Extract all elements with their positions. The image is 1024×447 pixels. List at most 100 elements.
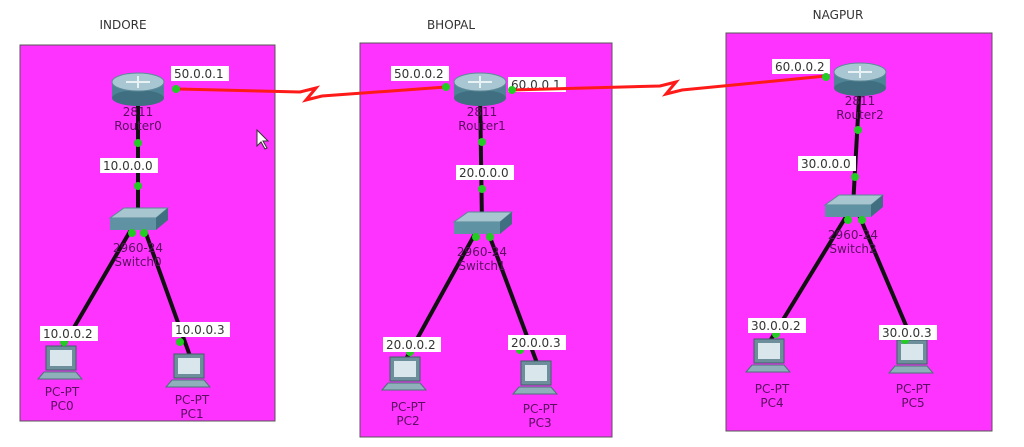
pc-icon[interactable] bbox=[164, 353, 212, 388]
lan-cable-switch-pc[interactable] bbox=[857, 214, 915, 343]
router-arrows-icon bbox=[468, 76, 492, 88]
site-zone-area[interactable] bbox=[359, 42, 613, 438]
port-status-dot bbox=[822, 73, 830, 81]
ip-address-label[interactable]: 10.0.0.3 bbox=[172, 322, 230, 337]
port-status-dot bbox=[854, 126, 862, 134]
switch-icon[interactable] bbox=[823, 194, 885, 217]
router-base bbox=[454, 90, 506, 106]
switch-front bbox=[825, 205, 871, 217]
router-base bbox=[834, 80, 886, 96]
pc-name-label: PC0 bbox=[50, 399, 73, 413]
ip-label-background bbox=[772, 59, 830, 74]
port-status-dot bbox=[478, 185, 486, 193]
serial-link-router1-router2[interactable] bbox=[511, 74, 827, 97]
ip-label-background bbox=[798, 156, 856, 171]
port-status-dot bbox=[134, 139, 142, 147]
pc-model-label: PC-PT bbox=[175, 393, 210, 407]
router-model-label: 2811 bbox=[123, 105, 154, 119]
pc-screen bbox=[394, 361, 416, 377]
port-status-dot bbox=[176, 338, 184, 346]
port-status-dot bbox=[851, 173, 859, 181]
pc-icon[interactable] bbox=[744, 338, 792, 373]
switch-name-label: Switch1 bbox=[458, 259, 505, 273]
ip-label-background bbox=[383, 337, 441, 352]
router-icon[interactable] bbox=[111, 72, 165, 106]
ip-address-label[interactable]: 50.0.0.2 bbox=[391, 66, 449, 81]
site-indore: INDORE2811Router02960-24Switch010.0.0.05… bbox=[19, 18, 276, 422]
switch-icon[interactable] bbox=[108, 207, 170, 230]
router-icon[interactable] bbox=[833, 62, 887, 96]
switch-front bbox=[454, 222, 500, 234]
ip-address-label[interactable]: 20.0.0.0 bbox=[456, 165, 514, 180]
ip-label-background bbox=[40, 326, 98, 341]
mouse-cursor-icon bbox=[256, 128, 270, 150]
pc-screen bbox=[178, 358, 200, 374]
switch-front bbox=[110, 218, 156, 230]
ip-address-text: 50.0.0.1 bbox=[174, 67, 224, 81]
router-model-label: 2811 bbox=[467, 105, 498, 119]
ip-address-text: 10.0.0.3 bbox=[175, 323, 225, 337]
pc-name-label: PC2 bbox=[396, 414, 419, 428]
ip-address-text: 20.0.0.3 bbox=[511, 336, 561, 350]
port-status-dot bbox=[478, 138, 486, 146]
port-status-dot bbox=[508, 86, 516, 94]
ip-label-background bbox=[748, 318, 806, 333]
site-title: BHOPAL bbox=[427, 18, 475, 32]
pc-keyboard bbox=[744, 364, 792, 373]
pc-model-label: PC-PT bbox=[45, 385, 80, 399]
ip-address-label[interactable]: 50.0.0.1 bbox=[171, 66, 229, 81]
ip-address-label[interactable]: 10.0.0.2 bbox=[40, 326, 98, 341]
ip-address-label[interactable]: 60.0.0.2 bbox=[772, 59, 830, 74]
router-name-label: Router0 bbox=[114, 119, 161, 133]
pc-model-label: PC-PT bbox=[391, 400, 426, 414]
router-name-label: Router2 bbox=[836, 108, 883, 122]
port-status-dot bbox=[128, 229, 136, 237]
router-icon[interactable] bbox=[453, 72, 507, 106]
ip-address-label[interactable]: 10.0.0.0 bbox=[100, 158, 158, 173]
pc-model-label: PC-PT bbox=[755, 382, 790, 396]
pc-icon[interactable] bbox=[36, 345, 84, 380]
pc-screen bbox=[901, 344, 923, 360]
switch-side bbox=[871, 195, 883, 217]
pc-name-label: PC1 bbox=[180, 407, 203, 421]
ip-label-background bbox=[172, 322, 230, 337]
port-status-dot bbox=[442, 83, 450, 91]
site-nagpur: NAGPUR2811Router22960-24Switch230.0.0.06… bbox=[725, 8, 993, 432]
pc-icon[interactable] bbox=[511, 360, 559, 395]
ip-address-text: 30.0.0.2 bbox=[751, 319, 801, 333]
pc-icon[interactable] bbox=[380, 356, 428, 391]
lan-cable-router-switch[interactable] bbox=[851, 79, 862, 208]
ip-label-background bbox=[100, 158, 158, 173]
ip-address-text: 10.0.0.2 bbox=[43, 327, 93, 341]
pc-screen bbox=[50, 350, 72, 366]
switch-icon[interactable] bbox=[452, 211, 514, 234]
router-arrows-icon bbox=[126, 76, 150, 88]
port-status-dot bbox=[486, 233, 494, 241]
lan-cable-router-switch[interactable] bbox=[478, 89, 484, 225]
switch-model-label: 2960-24 bbox=[828, 228, 878, 242]
ip-address-label[interactable]: 20.0.0.3 bbox=[508, 335, 566, 350]
pc-keyboard bbox=[511, 386, 559, 395]
port-status-dot bbox=[140, 229, 148, 237]
ip-address-label[interactable]: 30.0.0.2 bbox=[748, 318, 806, 333]
switch-side bbox=[500, 212, 512, 234]
site-title: NAGPUR bbox=[813, 8, 864, 22]
pc-icon[interactable] bbox=[887, 339, 935, 374]
ip-label-background bbox=[879, 325, 937, 340]
ip-address-label[interactable]: 30.0.0.0 bbox=[798, 156, 856, 171]
site-title: INDORE bbox=[99, 18, 146, 32]
switch-model-label: 2960-24 bbox=[457, 245, 507, 259]
router-name-label: Router1 bbox=[458, 119, 505, 133]
ip-label-background bbox=[391, 66, 449, 81]
serial-link-router0-router1[interactable] bbox=[177, 85, 447, 103]
pc-model-label: PC-PT bbox=[896, 382, 931, 396]
ip-address-text: 20.0.0.2 bbox=[386, 338, 436, 352]
ip-address-text: 30.0.0.0 bbox=[801, 157, 851, 171]
ip-address-label[interactable]: 20.0.0.2 bbox=[383, 337, 441, 352]
ip-label-background bbox=[171, 66, 229, 81]
router-base bbox=[112, 90, 164, 106]
ip-address-label[interactable]: 30.0.0.3 bbox=[879, 325, 937, 340]
switch-model-label: 2960-24 bbox=[113, 241, 163, 255]
pc-keyboard bbox=[887, 365, 935, 374]
